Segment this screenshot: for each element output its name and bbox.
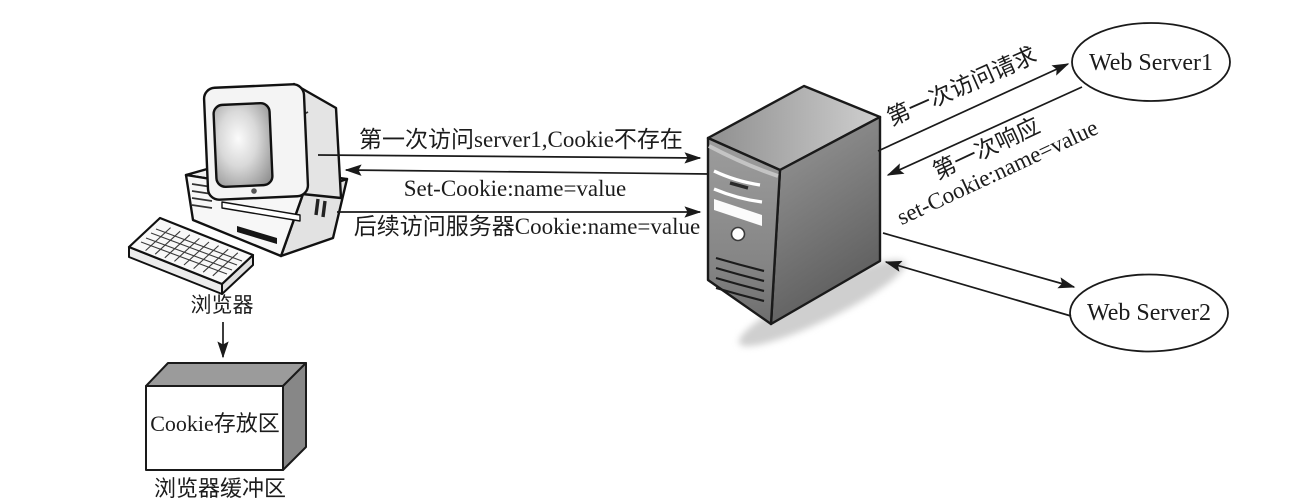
case-drive-slot [221,201,301,222]
tower-vents [715,256,765,303]
arrow-first-request [877,63,1070,152]
web-server2-node [1069,273,1229,353]
label-browser-buffer: 浏览器缓冲区 [153,476,286,500]
tower-floppy-slot [714,199,762,226]
cookie-storage-box [145,362,307,471]
keyboard-keys [140,227,243,277]
arrow-first-response [886,86,1083,176]
label-set-cookie-response: Set-Cookie:name=value [403,176,627,201]
label-cookie-storage: Cookie存放区 [150,411,280,436]
arrow-first-visit [317,152,702,164]
tower-top-bevel [708,144,779,178]
computer-monitor [202,82,343,201]
server-shadow [738,259,906,347]
computer-keyboard [127,216,255,295]
label-first-visit: 第一次访问server1,Cookie不存在 [359,127,683,152]
monitor-power-led [251,188,257,194]
browser-computer-illustration [127,82,349,295]
tower-cd-slot-1 [713,169,761,187]
server-tower-illustration [706,84,882,326]
label-subsequent-visit: 后续访问服务器Cookie:name=value [353,214,701,239]
tower-power-button [730,226,746,242]
label-browser: 浏览器 [190,293,254,317]
label-web-server2: Web Server2 [1086,300,1212,326]
web-server1-node [1071,22,1231,102]
arrow-set-cookie [344,164,710,176]
arrow-from-server2 [884,260,1072,317]
label-web-server1: Web Server1 [1088,50,1214,76]
tower-cd-tray [729,181,749,190]
tower-cd-slot-2 [713,187,763,204]
case-floppy-slot [237,226,277,244]
monitor-screen [212,102,274,188]
arrow-to-server2 [882,232,1076,289]
flow-arrows [217,63,1083,359]
case-side-slots [314,198,327,218]
